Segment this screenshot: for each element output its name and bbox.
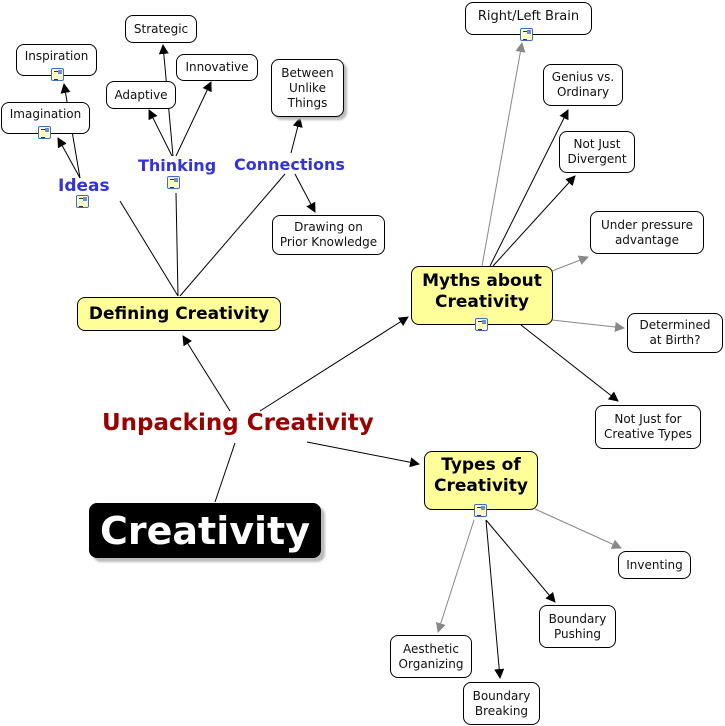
node-label: Myths about Creativity [422,271,542,312]
node-genius-vs-ordinary[interactable]: Genius vs. Ordinary [543,64,623,106]
node-label: Not Just Divergent [567,137,627,166]
node-boundary-breaking[interactable]: Boundary Breaking [463,682,540,725]
document-resource-icon[interactable] [76,195,89,208]
node-label: Between Unlike Things [281,65,334,110]
document-resource-icon[interactable] [167,176,180,189]
node-label: Adaptive [114,87,168,102]
node-label: Aesthetic Organizing [398,641,464,671]
topic-defining-creativity[interactable]: Defining Creativity [77,297,281,331]
concept-connections[interactable]: Connections [234,155,345,174]
node-inspiration[interactable]: Inspiration [16,44,97,76]
node-label: Inventing [626,557,683,572]
node-label: Innovative [185,60,249,74]
node-adaptive[interactable]: Adaptive [106,81,176,109]
node-determined-at-birth[interactable]: Determined at Birth? [627,313,723,353]
node-not-just-for-creative-types[interactable]: Not Just for Creative Types [595,405,701,449]
document-resource-icon[interactable] [474,504,487,517]
node-aesthetic-organizing[interactable]: Aesthetic Organizing [390,635,472,678]
root-node-creativity[interactable]: Creativity [89,503,321,558]
document-resource-icon[interactable] [38,126,51,139]
node-inventing[interactable]: Inventing [618,551,691,579]
node-boundary-pushing[interactable]: Boundary Pushing [539,605,616,648]
document-resource-icon[interactable] [51,68,64,81]
node-drawing-on-prior-knowledge[interactable]: Drawing on Prior Knowledge [272,215,385,255]
document-resource-icon[interactable] [475,318,488,331]
topic-myths-about-creativity[interactable]: Myths about Creativity [411,266,553,325]
node-label: Strategic [133,21,189,36]
node-label: Determined at Birth? [639,318,711,347]
map-title[interactable]: Unpacking Creativity [102,410,374,436]
node-label: Defining Creativity [88,303,270,324]
node-label: Types of Creativity [434,455,528,496]
concept-thinking[interactable]: Thinking [138,156,217,175]
node-innovative[interactable]: Innovative [176,54,258,81]
node-label: Creativity [100,508,310,553]
topic-types-of-creativity[interactable]: Types of Creativity [424,451,538,510]
node-not-just-divergent[interactable]: Not Just Divergent [559,131,635,173]
node-label: Under pressure advantage [601,217,693,247]
node-label: Boundary Breaking [472,688,531,718]
node-under-pressure-advantage[interactable]: Under pressure advantage [590,211,704,254]
node-strategic[interactable]: Strategic [125,15,197,43]
node-label: Right/Left Brain [477,9,580,24]
node-between-unlike-things[interactable]: Between Unlike Things [271,59,344,117]
node-label: Drawing on Prior Knowledge [279,220,378,249]
node-label: Inspiration [24,49,89,63]
node-label: Boundary Pushing [548,611,607,641]
node-label: Imagination [9,107,82,121]
node-label: Genius vs. Ordinary [551,70,615,99]
concept-ideas[interactable]: Ideas [58,176,110,196]
document-resource-icon[interactable] [520,28,533,41]
node-label: Not Just for Creative Types [604,412,692,441]
